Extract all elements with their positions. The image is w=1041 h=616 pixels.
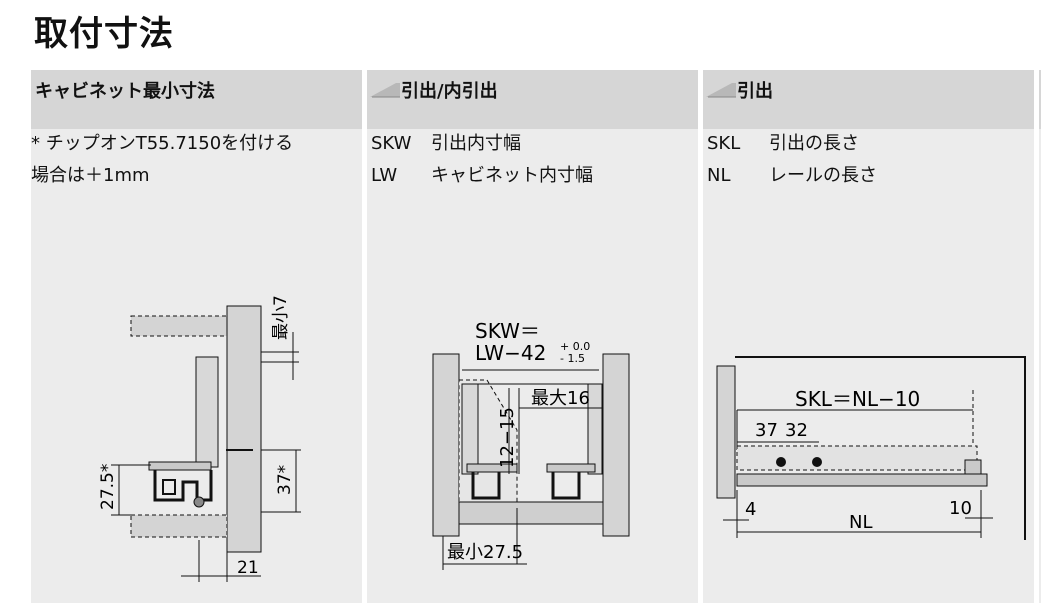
formula-line-1: SKW＝ [475,319,540,343]
dim-vertical: 12−15 [497,407,518,468]
panel-header: 引出 [703,70,1034,129]
dim-left: 4 [745,499,756,520]
panel-cropped [1039,70,1041,603]
panel-title: キャビネット最小寸法 [35,81,215,102]
drawer-inner-drawing: SKW＝ LW−42 + 0.0 - 1.5 12−15 最大16 最小27.5 [432,319,630,570]
dim-right: 37* [275,465,295,495]
panel-drawer: 引出 SKL 引出の長さ NL レールの長さ SKL＝NL−10 37 32 4 N… [703,70,1034,603]
note-line-1: * チップオンT55.7150を付ける [31,133,294,154]
dim-left: 27.5* [98,464,118,510]
def-row: NL レールの長さ [707,160,877,192]
def-desc: レールの長さ [769,165,877,186]
def-code: NL [707,165,731,186]
dim-min: 最小27.5 [447,542,523,563]
formula-line-2: LW−42 [475,341,546,365]
def-desc: 引出の長さ [769,133,859,154]
tolerance-minus: - 1.5 [560,352,585,365]
panel-header: 引出/内引出 [367,70,698,129]
def-row: SKL 引出の長さ [707,128,877,160]
panel-note: * チップオンT55.7150を付ける 場合は＋1mm [31,128,293,192]
panel-title: 引出 [737,81,773,102]
def-desc: キャビネット内寸幅 [431,165,593,186]
dim-right: 10 [949,498,972,519]
dim-b: 32 [785,420,808,441]
panel-defs: SKW 引出内寸幅 LW キャビネット内寸幅 [371,128,593,192]
panel-drawer-inner: 引出/内引出 SKW 引出内寸幅 LW キャビネット内寸幅 SKW＝ LW−42 +… [367,70,698,603]
cabinet-min-drawing: 最小7 37* 27.5* 21 [98,295,301,582]
panel-title: 引出/内引出 [401,81,498,102]
dim-nl: NL [849,512,873,533]
tolerance-plus: + 0.0 [560,340,590,353]
panel-header: キャビネット最小寸法 [31,70,362,129]
def-code: SKL [707,133,741,154]
drawer-drawing: SKL＝NL−10 37 32 4 NL 10 [716,356,1026,540]
dim-a: 37 [755,420,778,441]
dim-max: 最大16 [531,388,590,409]
dim-bottom: 21 [237,558,259,578]
formula: SKL＝NL−10 [795,387,920,411]
def-row: LW キャビネット内寸幅 [371,160,593,192]
def-code: SKW [371,133,412,154]
def-code: LW [371,165,398,186]
note-line-2: 場合は＋1mm [31,165,150,186]
def-row: SKW 引出内寸幅 [371,128,593,160]
panel-header-icon [370,83,400,98]
panel-defs: SKL 引出の長さ NL レールの長さ [707,128,877,192]
panel-header [1039,70,1041,129]
page-title: 取付寸法 [34,14,174,54]
def-desc: 引出内寸幅 [431,133,521,154]
panel-cabinet-min: キャビネット最小寸法 * チップオンT55.7150を付ける 場合は＋1mm 最… [31,70,362,603]
dim-top: 最小7 [271,295,291,340]
panel-header-icon [706,83,736,98]
